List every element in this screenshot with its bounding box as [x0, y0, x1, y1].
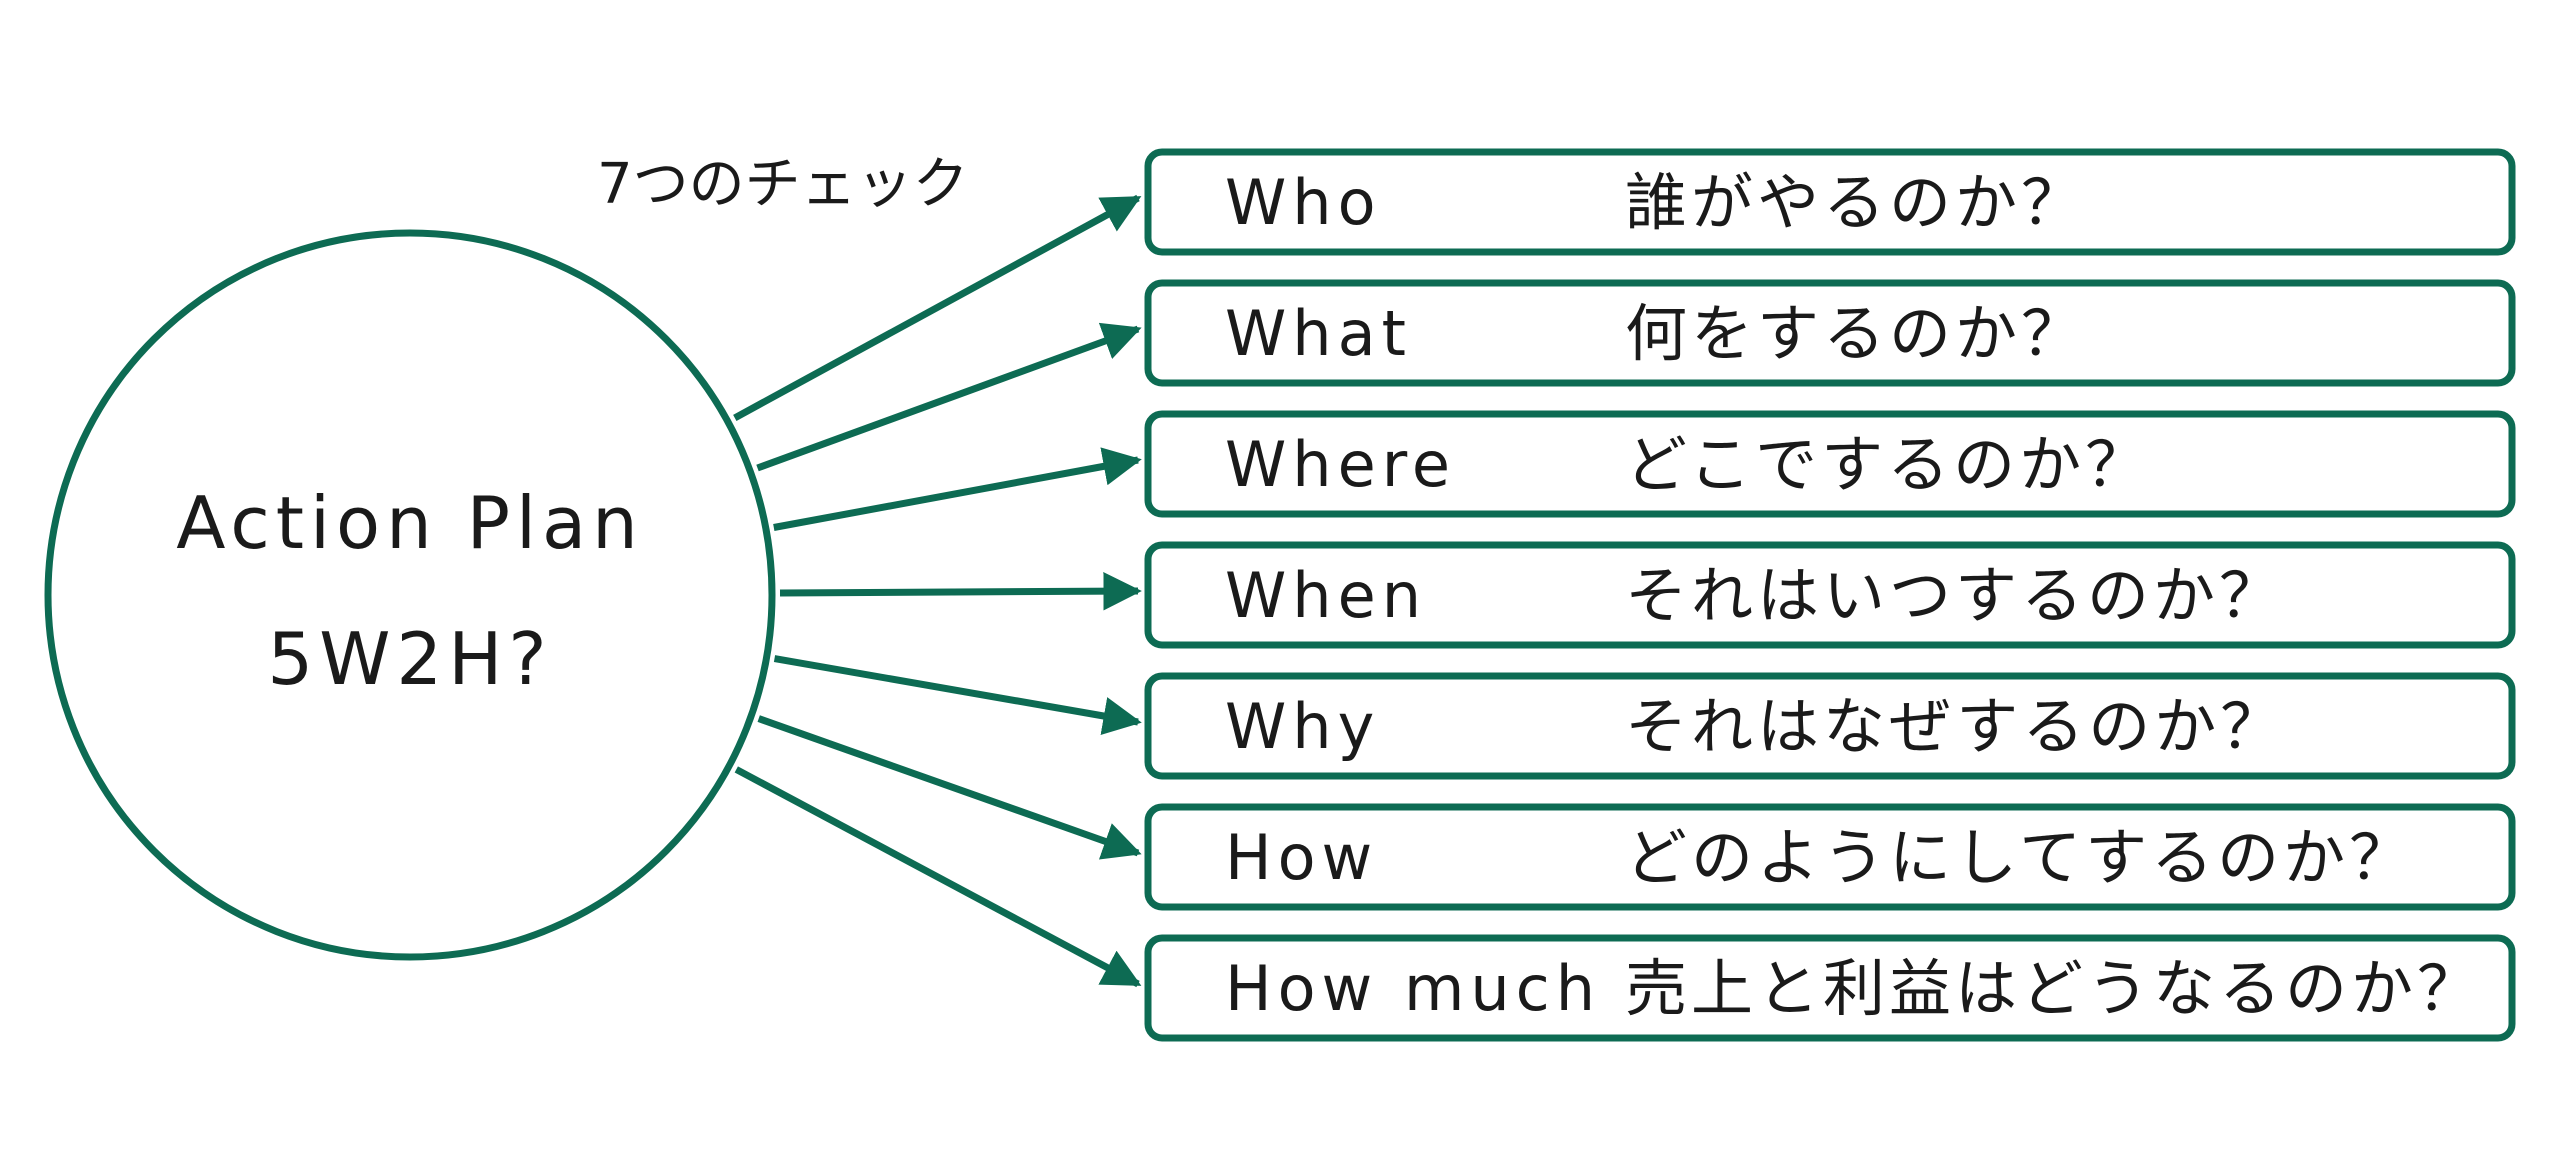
check-item: How どのようにしてするのか？	[1144, 803, 2516, 911]
check-item-box	[1144, 934, 2516, 1042]
items-group: Who 誰がやるのか？ What 何をするのか？ Where どこでするのか？ When それ…	[1144, 148, 2516, 1042]
check-item: Who 誰がやるのか？	[1144, 148, 2516, 256]
check-item-question: それはなぜするのか？	[1625, 690, 2286, 763]
check-item-term: How much	[1225, 952, 1601, 1025]
seven-checks-caption: 7つのチェック	[597, 152, 969, 217]
check-item-box	[1144, 803, 2516, 911]
check-item-question: それはいつするのか？	[1625, 559, 2285, 632]
arrows-group	[733, 194, 1142, 988]
check-item-question: どこでするのか？	[1625, 428, 2151, 501]
arrow	[779, 571, 1142, 611]
check-item: Where どこでするのか？	[1144, 410, 2516, 518]
action-plan-circle	[44, 229, 776, 961]
check-item: How much 売上と利益はどうなるのか？	[1144, 934, 2516, 1042]
check-item-box	[1144, 279, 2516, 387]
check-item: Why それはなぜするのか？	[1144, 672, 2516, 780]
check-item: What 何をするのか？	[1144, 279, 2516, 387]
arrow	[773, 447, 1142, 531]
check-item-term: When	[1225, 559, 1427, 632]
arrow	[757, 715, 1142, 860]
check-item-box	[1144, 672, 2516, 780]
arrow	[773, 655, 1142, 736]
check-item-box	[1144, 541, 2516, 649]
arrow	[756, 322, 1142, 472]
check-item-question: 売上と利益はどうなるのか？	[1625, 952, 2483, 1025]
check-item-term: Where	[1225, 428, 1456, 501]
check-item-question: どのようにしてするのか？	[1625, 821, 2415, 894]
center-title-line2: 5W2H?	[267, 617, 552, 701]
check-item-term: How	[1225, 821, 1378, 894]
check-item-box	[1144, 410, 2516, 518]
center-title-line1: Action Plan	[176, 481, 644, 565]
arrow	[733, 194, 1142, 421]
check-item-question: 誰がやるのか？	[1625, 166, 2087, 239]
check-item-term: Who	[1225, 166, 1382, 239]
arrow	[734, 766, 1142, 988]
check-item-question: 何をするのか？	[1625, 297, 2087, 370]
check-item-term: What	[1225, 297, 1412, 370]
check-item-term: Why	[1225, 690, 1380, 763]
check-item: When それはいつするのか？	[1144, 541, 2516, 649]
check-item-box	[1144, 148, 2516, 256]
